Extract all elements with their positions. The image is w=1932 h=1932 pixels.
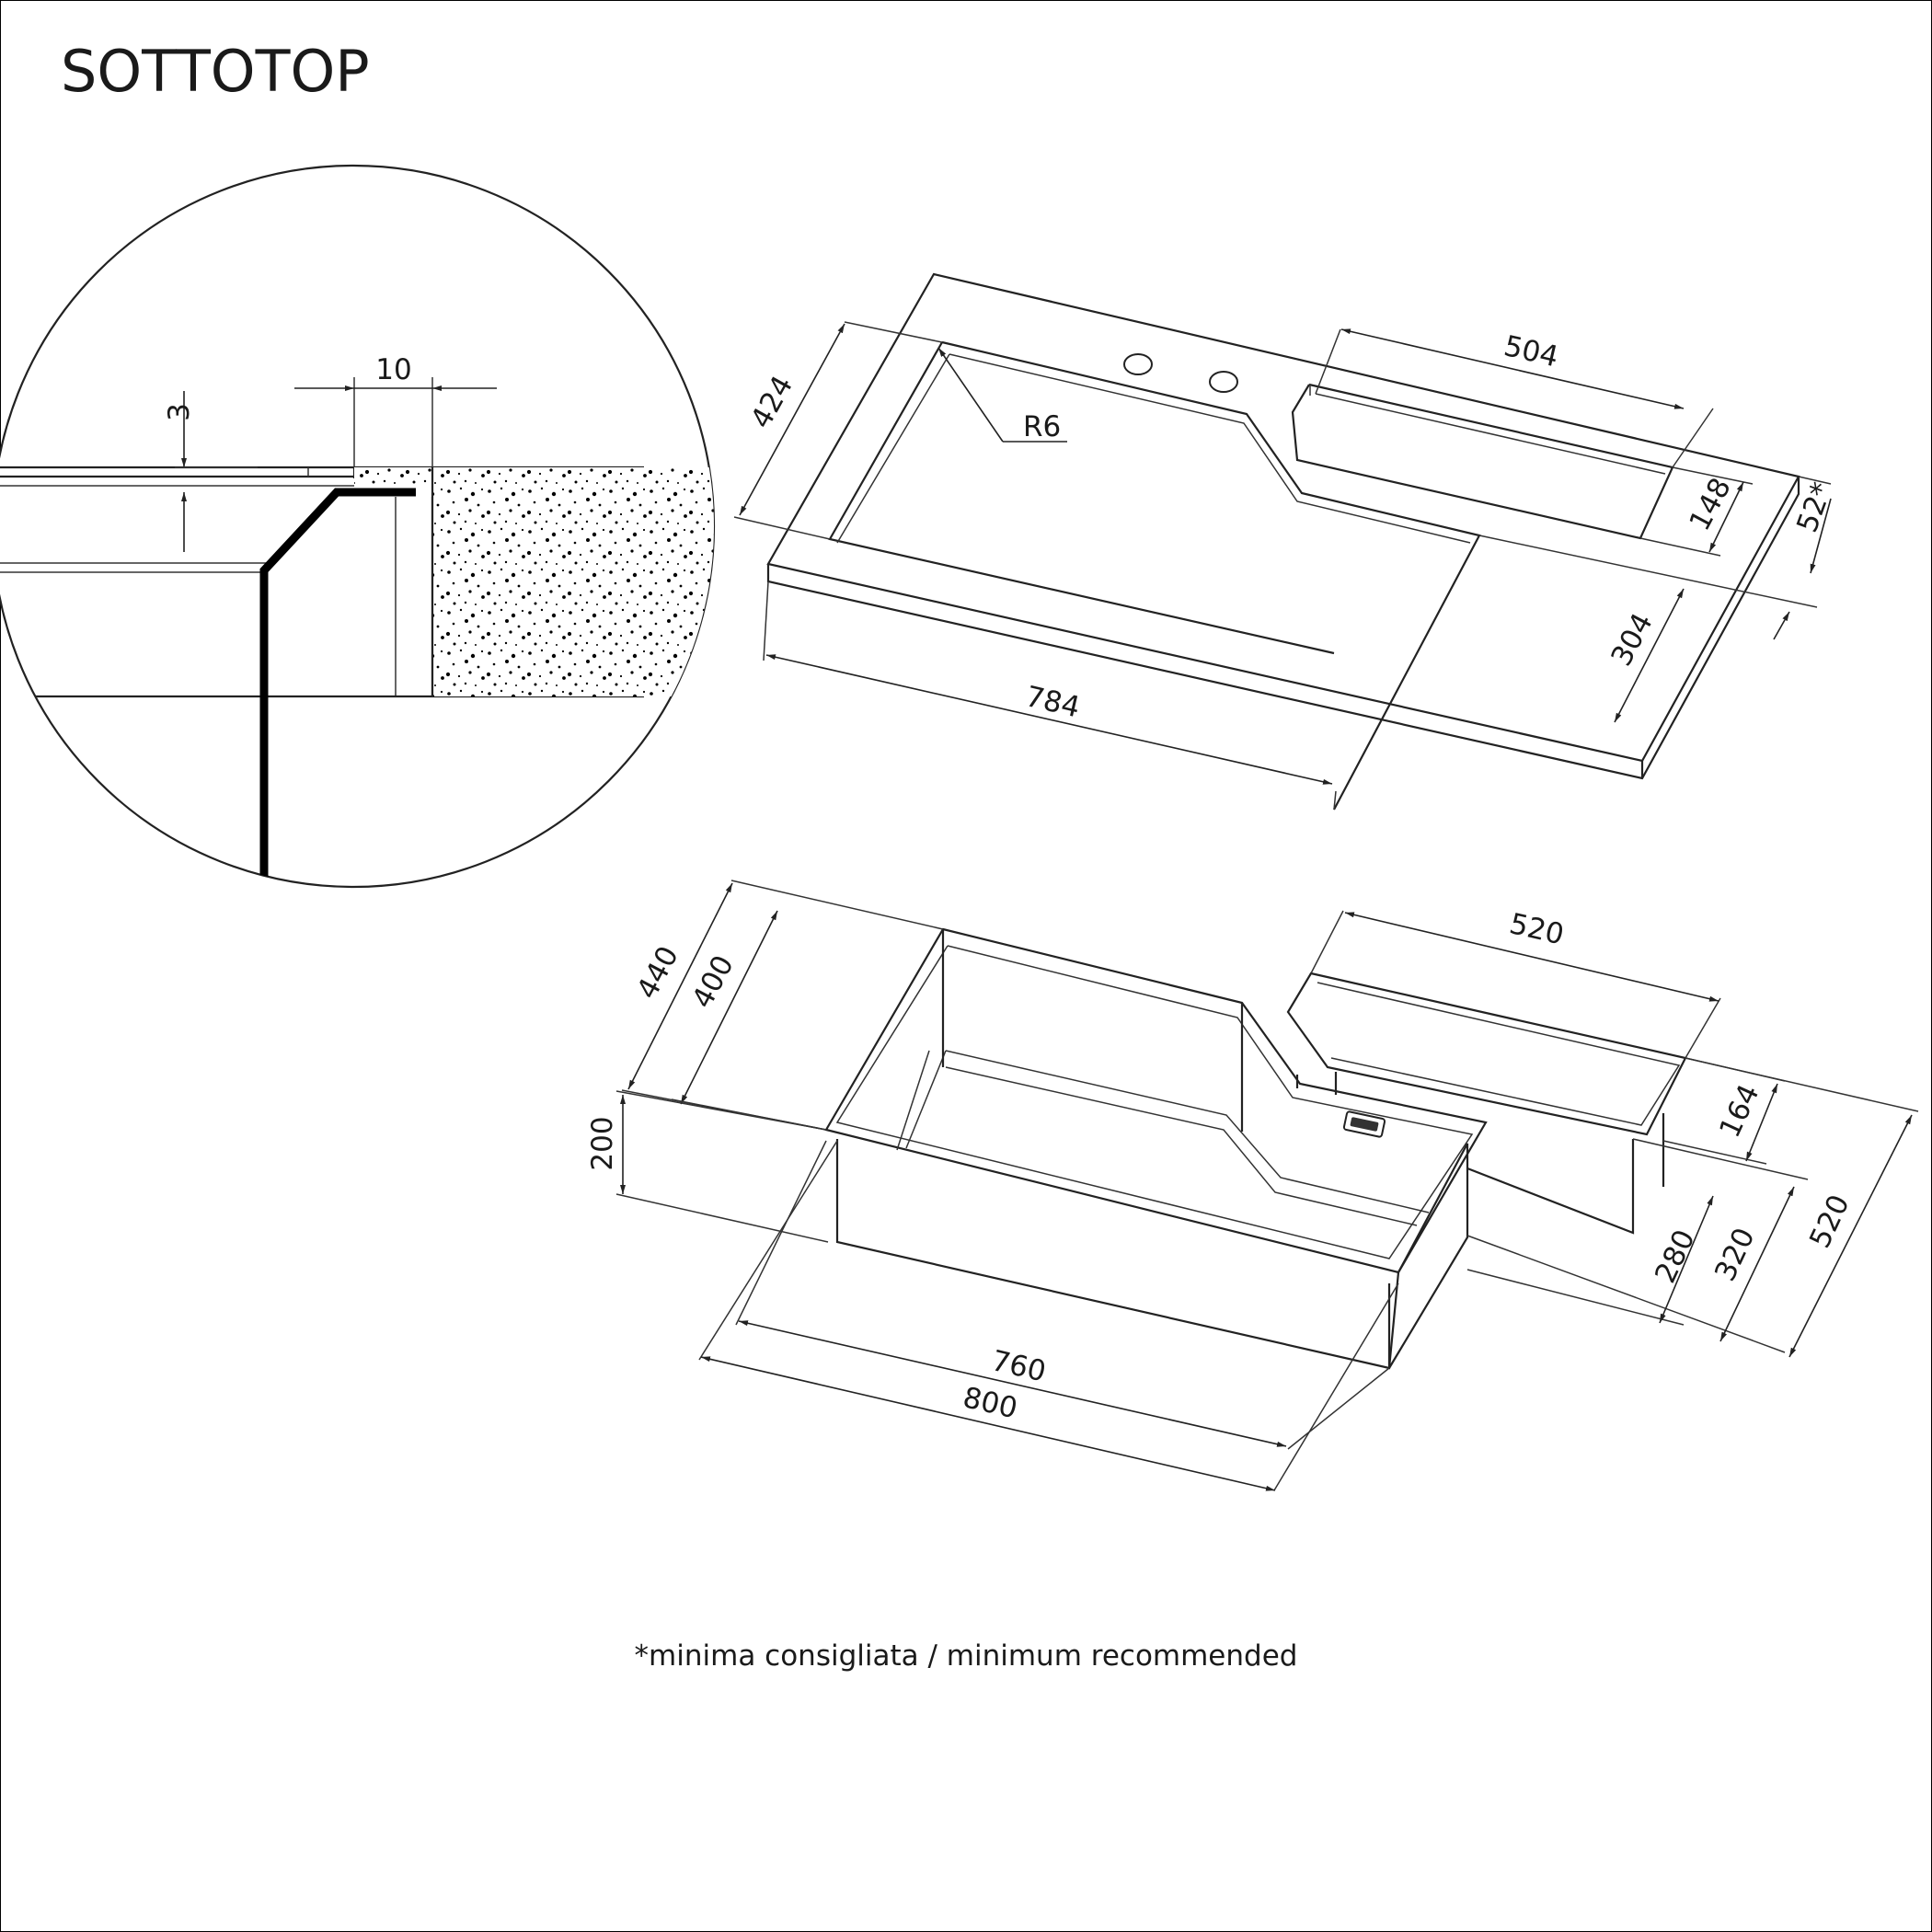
- drainer-cutout: [1291, 383, 1674, 540]
- countertop-slab: [766, 272, 1800, 763]
- sink-isometric-view: 440 400 200 760 800 520 164: [586, 880, 1919, 1491]
- dim-320: 320: [1708, 1223, 1762, 1286]
- sink-wall-profile: [259, 488, 416, 887]
- dim-length: 784: [1022, 680, 1083, 724]
- sink-cutout-outline: [941, 340, 1481, 811]
- dim-radius: R6: [1023, 410, 1061, 443]
- dim-drainer-length: 504: [1501, 329, 1561, 374]
- dim-thickness: 3: [163, 403, 196, 421]
- dim-overall-depth: 520: [1803, 1190, 1857, 1253]
- countertop-cutout-view: R6 424 504 148 52* 304 784: [733, 272, 1839, 811]
- dim-depth: 424: [744, 371, 799, 434]
- dim-280: 280: [1649, 1225, 1702, 1288]
- dim-offset: 10: [375, 353, 411, 386]
- dim-front-to-bowl: 304: [1604, 608, 1660, 672]
- dim-drainer-depth: 148: [1683, 473, 1738, 536]
- dim-drainer-depth: 164: [1713, 1079, 1766, 1143]
- tap-hole-icon: [1209, 371, 1238, 393]
- drainer-tray: [1286, 972, 1687, 1136]
- tap-hole-icon: [1123, 353, 1153, 375]
- dim-inner-length: 760: [988, 1344, 1049, 1388]
- footnote: *minima consigliata / minimum recommende…: [635, 1639, 1298, 1673]
- page-title: SOTTOTOP: [61, 38, 370, 105]
- detail-section-view: 3 10: [0, 165, 715, 888]
- overflow-icon: [1342, 1110, 1386, 1138]
- dim-drainer-length: 520: [1506, 907, 1567, 951]
- dim-height: 200: [586, 1116, 619, 1170]
- dim-outer-depth: 440: [630, 941, 685, 1005]
- countertop-stone-hatch: [432, 467, 714, 696]
